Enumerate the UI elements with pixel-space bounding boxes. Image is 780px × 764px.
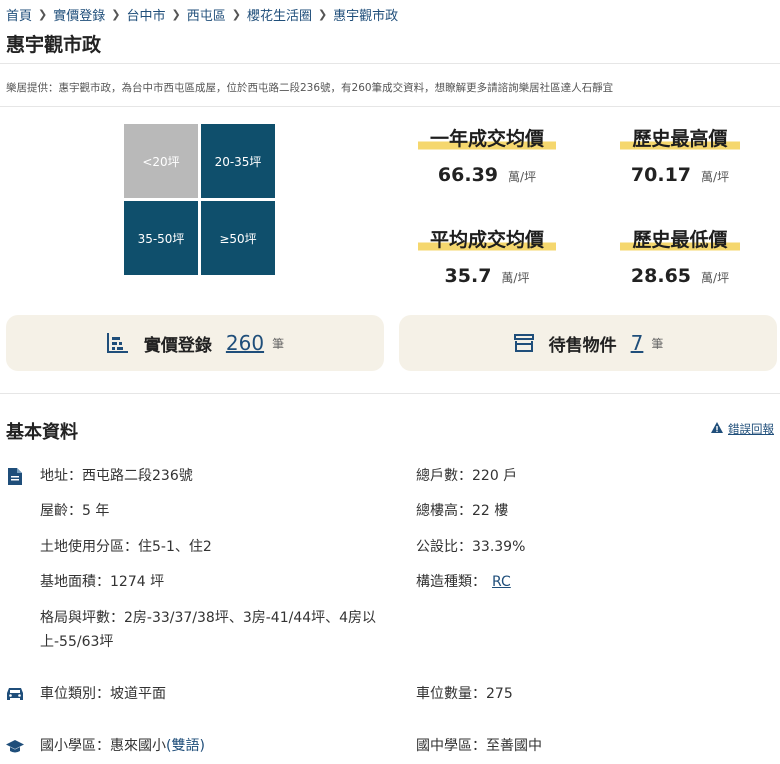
public-ratio-value: 33.39% [472, 539, 526, 555]
chevron-right-icon: ❯ [38, 7, 48, 21]
breadcrumb-city[interactable]: 台中市 [126, 8, 166, 24]
layout-field: 格局與坪數：2房-33/37/38坪、3房-41/44坪、4房以上-55/63坪 [40, 606, 402, 654]
layout-label: 格局與坪數： [40, 610, 124, 626]
zoning-value: 住5-1、住2 [138, 539, 212, 555]
stat-average: 平均成交均價 35.7 萬/坪 [407, 227, 567, 287]
stat-unit: 萬/坪 [701, 271, 730, 285]
transactions-card[interactable]: 實價登錄 260 筆 [6, 315, 384, 371]
basic-info-title: 基本資料 [6, 422, 78, 443]
error-report-link[interactable]: 錯誤回報 [711, 421, 774, 437]
address-value: 西屯路二段236號 [82, 468, 193, 484]
floors-value: 22 樓 [472, 503, 509, 519]
parking-type-field: 車位類別：坡道平面 [40, 684, 166, 704]
stat-value: 66.39 [437, 164, 499, 186]
car-icon [6, 685, 24, 703]
chevron-right-icon: ❯ [317, 7, 328, 21]
households-label: 總戶數： [416, 468, 472, 484]
stat-unit: 萬/坪 [501, 271, 530, 285]
households-value: 220 戶 [472, 468, 518, 484]
building-chart-icon [106, 332, 130, 354]
parking-count-field: 車位數量：275 [416, 684, 513, 704]
stat-year-avg: 一年成交均價 66.39 萬/坪 [407, 126, 567, 186]
size-filter-20-35[interactable]: 20-35坪 [201, 124, 275, 198]
breadcrumb-area[interactable]: 櫻花生活圈 [246, 8, 312, 24]
transactions-unit: 筆 [272, 336, 285, 351]
listings-label: 待售物件 [548, 335, 617, 356]
stat-value: 35.7 [444, 265, 492, 287]
transactions-label: 實價登錄 [143, 335, 212, 356]
parking-count-label: 車位數量： [416, 686, 486, 702]
junior-value: 至善國中 [486, 738, 542, 754]
document-icon [6, 467, 24, 485]
divider [0, 106, 780, 107]
size-filter-35-50[interactable]: 35-50坪 [124, 201, 198, 275]
stat-historical-low: 歷史最低價 28.65 萬/坪 [600, 227, 760, 287]
stat-label: 一年成交均價 [417, 126, 556, 152]
elementary-value: 惠來國小 [110, 738, 166, 754]
listings-count-link[interactable]: 7 [630, 331, 644, 355]
address-label: 地址： [40, 468, 82, 484]
divider [0, 393, 780, 394]
error-report-label: 錯誤回報 [728, 422, 774, 436]
stat-label: 歷史最高價 [620, 126, 740, 152]
zoning-field: 土地使用分區：住5-1、住2 [40, 537, 212, 557]
stat-value: 70.17 [630, 164, 692, 186]
stat-label: 平均成交均價 [417, 227, 556, 253]
site-area-value: 1274 坪 [110, 574, 165, 590]
divider [0, 63, 780, 64]
stat-unit: 萬/坪 [508, 170, 537, 184]
age-field: 屋齡：5 年 [40, 501, 109, 521]
chevron-right-icon: ❯ [171, 7, 181, 21]
stat-historical-high: 歷史最高價 70.17 萬/坪 [600, 126, 760, 186]
community-description: 樂居提供：惠宇觀市政，為台中市西屯區成屋，位於西屯路二段236號，有260筆成交… [6, 82, 614, 94]
structure-link[interactable]: RC [492, 574, 511, 590]
page-title: 惠宇觀市政 [6, 34, 102, 56]
breadcrumb-community[interactable]: 惠宇觀市政 [333, 8, 399, 24]
storefront-icon [513, 333, 535, 353]
public-ratio-field: 公設比：33.39% [416, 537, 525, 557]
floors-label: 總樓高： [416, 503, 472, 519]
layout-value: 2房-33/37/38坪、3房-41/44坪、4房以上-55/63坪 [40, 610, 377, 650]
floors-field: 總樓高：22 樓 [416, 501, 508, 521]
zoning-label: 土地使用分區： [40, 539, 138, 555]
site-area-label: 基地面積： [40, 574, 110, 590]
breadcrumb-home[interactable]: 首頁 [6, 8, 33, 24]
site-area-field: 基地面積：1274 坪 [40, 572, 164, 592]
parking-type-value: 坡道平面 [110, 686, 166, 702]
listings-unit: 筆 [651, 336, 664, 351]
size-filter-over-50[interactable]: ≥50坪 [201, 201, 275, 275]
structure-label: 構造種類： [416, 574, 486, 590]
listings-card[interactable]: 待售物件 7 筆 [399, 315, 777, 371]
parking-count-value: 275 [486, 686, 513, 702]
stat-label: 歷史最低價 [620, 227, 740, 253]
graduation-cap-icon [6, 738, 24, 756]
structure-field: 構造種類： RC [416, 572, 511, 592]
breadcrumb-transactions[interactable]: 實價登錄 [53, 8, 106, 24]
breadcrumb-district[interactable]: 西屯區 [186, 8, 226, 24]
junior-label: 國中學區： [416, 738, 486, 754]
bilingual-link[interactable]: (雙語) [166, 738, 205, 754]
age-value: 5 年 [82, 503, 110, 519]
warning-icon [711, 422, 723, 436]
junior-school-field: 國中學區：至善國中 [416, 736, 542, 756]
chevron-right-icon: ❯ [231, 7, 241, 21]
elementary-label: 國小學區： [40, 738, 110, 754]
address-field: 地址：西屯路二段236號 [40, 466, 193, 486]
public-ratio-label: 公設比： [416, 539, 472, 555]
stat-unit: 萬/坪 [701, 170, 730, 184]
breadcrumb: 首頁 ❯ 實價登錄 ❯ 台中市 ❯ 西屯區 ❯ 櫻花生活圈 ❯ 惠宇觀市政 [6, 4, 398, 24]
elementary-school-field: 國小學區：惠來國小(雙語) [40, 736, 205, 756]
households-field: 總戶數：220 戶 [416, 466, 517, 486]
parking-type-label: 車位類別： [40, 686, 110, 702]
stat-value: 28.65 [630, 265, 692, 287]
transactions-count-link[interactable]: 260 [225, 331, 265, 355]
size-filter-under-20[interactable]: <20坪 [124, 124, 198, 198]
chevron-right-icon: ❯ [111, 7, 121, 21]
age-label: 屋齡： [40, 503, 82, 519]
